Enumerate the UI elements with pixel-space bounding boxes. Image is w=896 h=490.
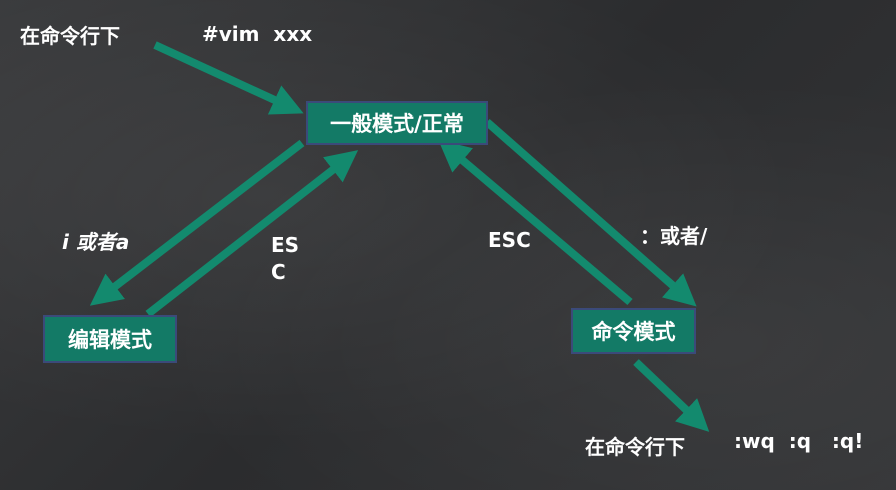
vim-command-label: #vim xxx: [202, 22, 313, 46]
cmdline-top-label: 在命令行下: [20, 24, 120, 48]
i-or-a-label: i 或者a: [62, 230, 130, 254]
arrow-edit-to-normal: [145, 150, 359, 318]
arrow-command-to-normal: [438, 139, 633, 306]
colon-or-slash-label: ：或者/: [640, 224, 708, 248]
arrow-start-to-normal: [153, 41, 304, 115]
esc-left-label: ES C: [271, 233, 300, 284]
normal-mode-box: 一般模式/正常: [306, 101, 488, 145]
arrow-normal-to-command: [484, 118, 697, 307]
arrow-normal-to-edit: [89, 139, 305, 306]
cmdline-bottom-label: 在命令行下: [585, 435, 685, 459]
edit-mode-box: 编辑模式: [43, 315, 177, 363]
esc-right-label: ESC: [488, 228, 531, 252]
command-mode-box: 命令模式: [571, 308, 696, 354]
arrow-command-to-quit: [633, 359, 710, 432]
quit-commands-label: :wq :q :q!: [734, 429, 864, 453]
